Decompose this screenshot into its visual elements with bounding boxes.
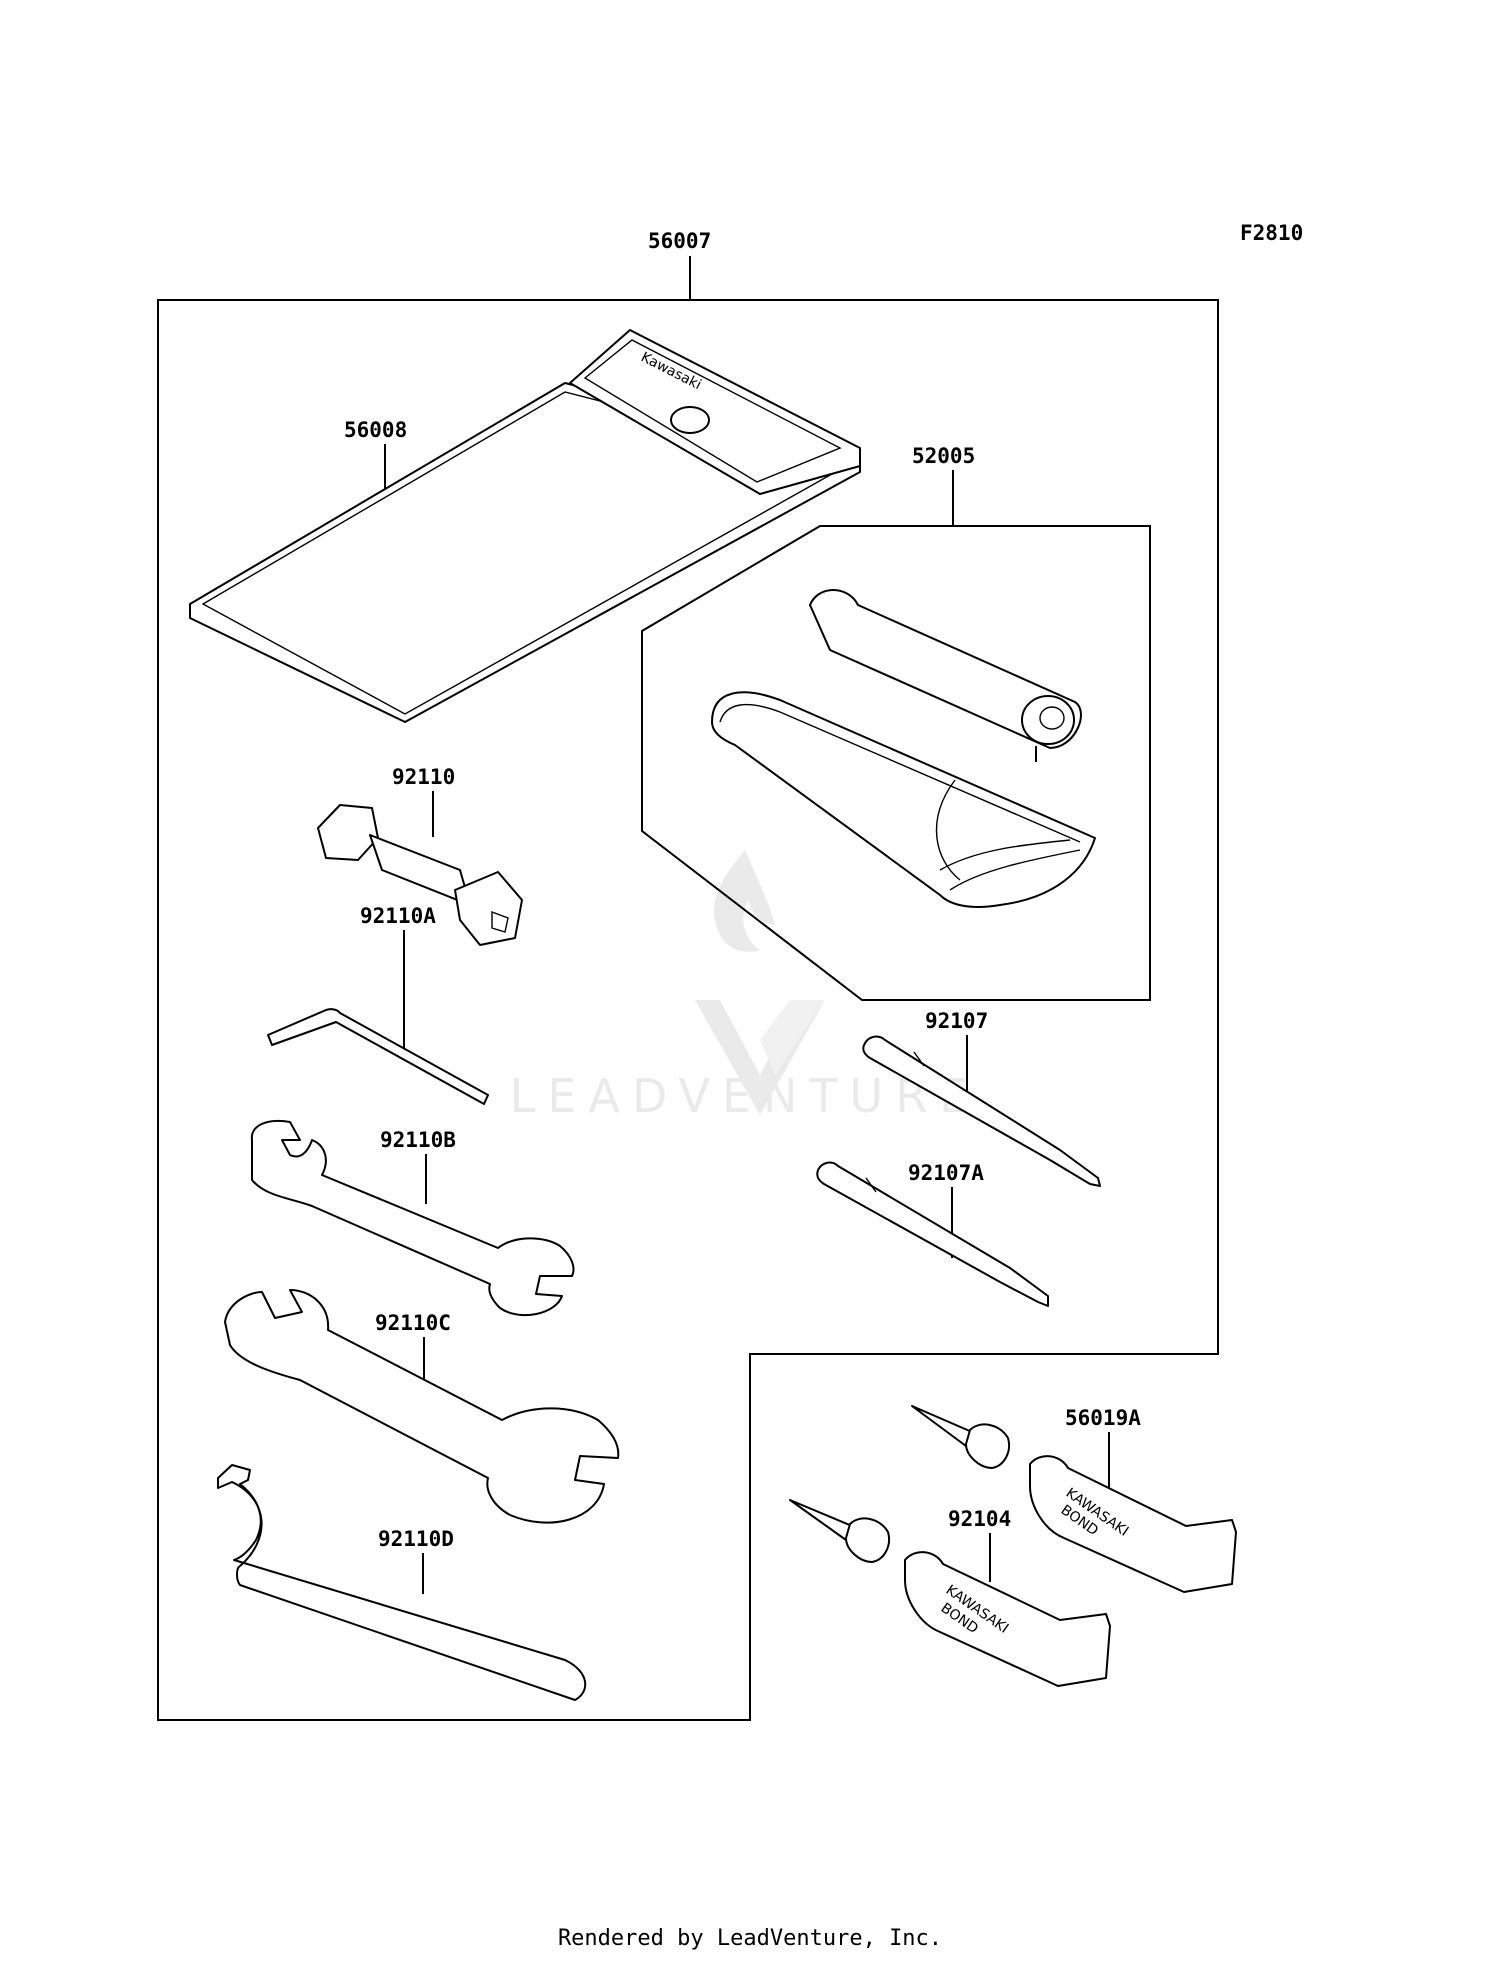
label-56019A: 56019A	[1065, 1406, 1141, 1430]
wrench-c	[224, 1289, 620, 1524]
kit-outline	[157, 299, 1219, 1721]
spark-plug-wrench	[317, 804, 523, 946]
bond-tube-92104: KAWASAKI BOND	[789, 1499, 1111, 1687]
label-92110C: 92110C	[375, 1311, 451, 1335]
label-92110B: 92110B	[380, 1128, 456, 1152]
footer-credit: Rendered by LeadVenture, Inc.	[558, 1926, 942, 1951]
label-56008: 56008	[344, 418, 407, 442]
label-92110: 92110	[392, 765, 455, 789]
figure-code: F2810	[1240, 221, 1303, 245]
tool-case: Kawasaki	[189, 329, 861, 723]
hex-key	[267, 1008, 489, 1105]
hook-wrench	[217, 1464, 587, 1701]
pump-kit	[711, 589, 1096, 908]
label-52005: 52005	[912, 444, 975, 468]
screwdriver-1	[862, 1035, 1101, 1187]
screwdriver-2	[816, 1161, 1049, 1307]
bond-tube-56019A: KAWASAKI BOND	[911, 1405, 1237, 1593]
label-92107A: 92107A	[908, 1161, 984, 1185]
label-92110D: 92110D	[378, 1527, 454, 1551]
label-92104: 92104	[948, 1507, 1011, 1531]
wrench-b	[250, 1120, 575, 1317]
label-92110A: 92110A	[360, 904, 436, 928]
leadventure-watermark: LEADVENTURE	[510, 850, 981, 1123]
pump-kit-outline	[641, 525, 1151, 1001]
label-92107: 92107	[925, 1009, 988, 1033]
label-56007: 56007	[648, 229, 711, 253]
watermark-text: LEADVENTURE	[510, 1069, 981, 1123]
